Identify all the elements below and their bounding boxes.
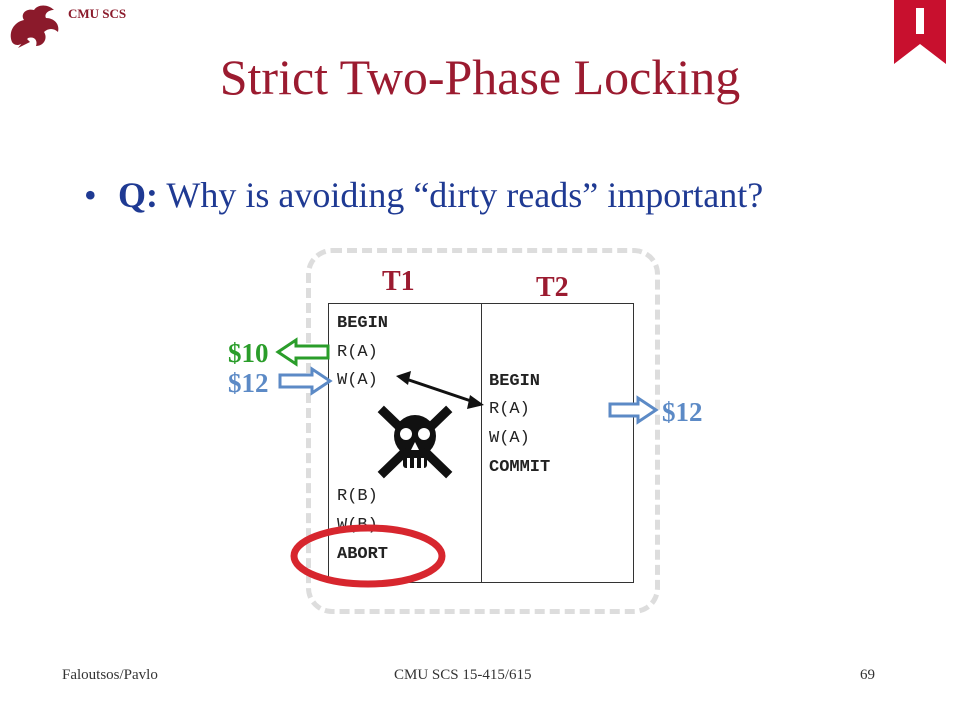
cmu-dragon-logo [10, 5, 59, 48]
bullet-text: Why is avoiding “dirty reads” important? [166, 175, 764, 215]
t2-op-read-a: R(A) [489, 400, 530, 419]
header-label: CMU SCS [68, 6, 127, 21]
footer-course: CMU SCS 15-415/615 [394, 667, 532, 683]
skull-icon [377, 405, 453, 479]
abort-highlight-ellipse [290, 524, 446, 588]
write-arrow-icon [278, 366, 333, 396]
t1-op-abort: ABORT [337, 545, 389, 564]
read-arrow-icon [275, 337, 330, 367]
t2-op-commit: COMMIT [489, 458, 551, 477]
t1-op-read-a: R(A) [337, 343, 378, 362]
slide-number: 69 [860, 667, 875, 683]
t2-header: T2 [536, 272, 569, 303]
t1-op-read-b: R(B) [337, 487, 378, 506]
read-value-label: $10 [228, 338, 269, 368]
t2-op-begin: BEGIN [489, 372, 541, 391]
t2-read-arrow-icon [608, 395, 659, 425]
footer-author: Faloutsos/Pavlo [62, 667, 158, 683]
dependency-arrow-icon [396, 371, 484, 409]
t2-read-value-label: $12 [662, 397, 703, 427]
schedule-column-divider [481, 303, 482, 583]
bullet-label: Q: [118, 175, 158, 215]
bullet-dot: • [84, 175, 97, 215]
bullet-item: • Q: Why is avoiding “dirty reads” import… [84, 174, 763, 216]
bookmark-ribbon-icon [894, 0, 946, 64]
t1-op-begin: BEGIN [337, 314, 389, 333]
written-value-label: $12 [228, 368, 269, 398]
t2-op-write-a: W(A) [489, 429, 530, 448]
schedule-dashed-frame [306, 248, 660, 614]
t1-header: T1 [382, 266, 415, 297]
t1-op-write-a: W(A) [337, 371, 378, 390]
slide-title: Strict Two-Phase Locking [219, 49, 741, 105]
